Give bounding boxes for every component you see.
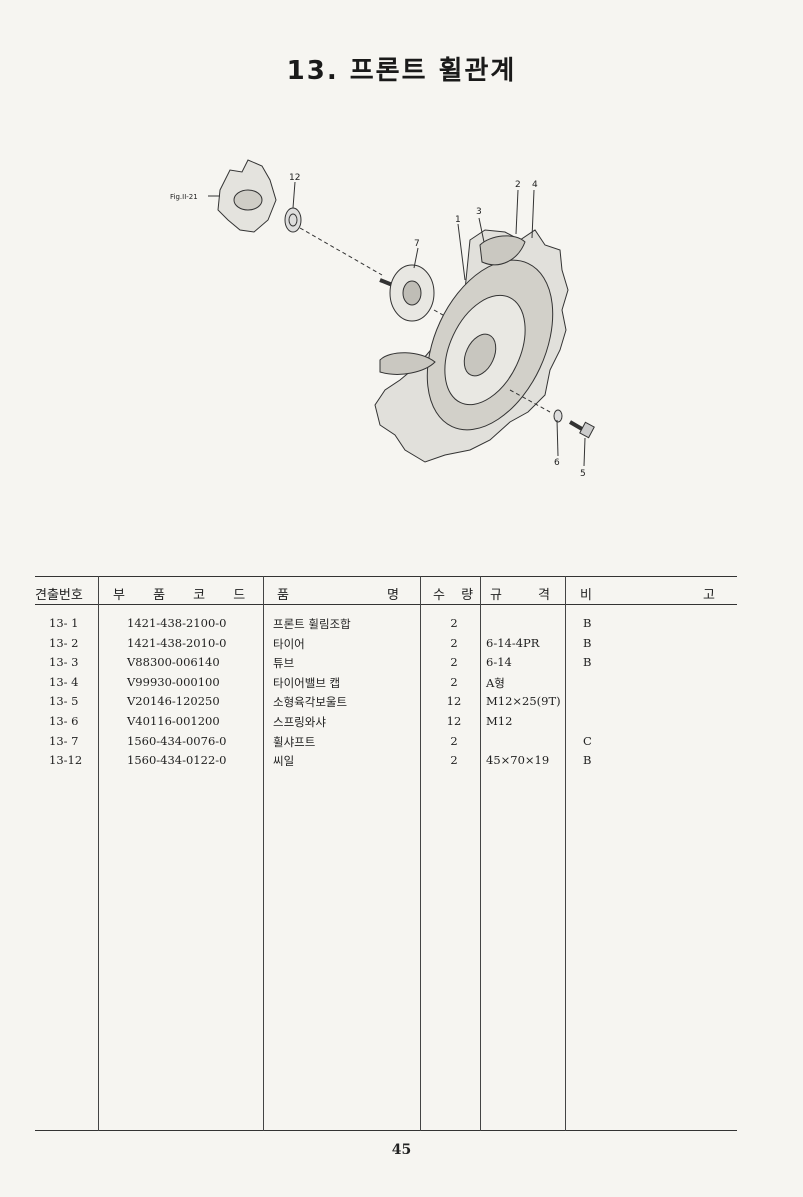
table-header-rule bbox=[35, 604, 737, 605]
table-cell-code: V99930-000100 bbox=[127, 674, 220, 689]
col-divider bbox=[420, 576, 421, 1131]
callout-7: 7 bbox=[414, 239, 420, 249]
table-top-rule bbox=[35, 576, 737, 577]
table-cell-qty: 12 bbox=[446, 714, 462, 728]
table-cell-code: 1421-438-2100-0 bbox=[127, 616, 227, 630]
table-cell-spec: M12×25(9T) bbox=[486, 694, 561, 709]
table-cell-name: 소형육각보울트 bbox=[273, 695, 348, 710]
table-cell-no: 13- 1 bbox=[49, 616, 79, 630]
table-cell-name: 프론트 휠림조합 bbox=[273, 617, 351, 631]
table-cell-code: 1560-434-0122-0 bbox=[127, 753, 227, 768]
callout-3: 3 bbox=[476, 207, 482, 217]
header-note-2: 고 bbox=[703, 588, 715, 603]
col-divider bbox=[480, 576, 481, 1131]
header-name-1: 품 bbox=[277, 588, 289, 603]
table-cell-note: B bbox=[583, 753, 592, 768]
col-divider bbox=[565, 576, 566, 1131]
header-spec-2: 격 bbox=[538, 588, 550, 603]
table-cell-note: B bbox=[583, 655, 592, 670]
callout-5: 5 bbox=[580, 469, 586, 479]
table-cell-no: 13-12 bbox=[49, 753, 83, 768]
wheel-shaft bbox=[379, 264, 435, 322]
wheel-assembly bbox=[374, 229, 569, 463]
table-cell-qty: 2 bbox=[450, 616, 458, 630]
table-cell-code: 1421-438-2010-0 bbox=[127, 635, 227, 650]
table-cell-code: V88300-006140 bbox=[127, 655, 220, 670]
table-cell-spec: 6-14-4PR bbox=[486, 635, 540, 650]
reference-gear-figure bbox=[208, 159, 277, 233]
table-cell-qty: 2 bbox=[450, 733, 458, 748]
table-cell-name: 타이어 bbox=[273, 636, 305, 651]
callout-12: 12 bbox=[289, 173, 300, 183]
table-cell-name: 스프링와샤 bbox=[273, 715, 326, 729]
table-cell-code: 1560-434-0076-0 bbox=[127, 733, 227, 748]
table-cell-qty: 2 bbox=[450, 635, 458, 650]
header-note-1: 비 bbox=[580, 588, 592, 603]
header-spec-1: 규 bbox=[490, 588, 502, 603]
callout-2: 2 bbox=[515, 180, 521, 190]
table-cell-no: 13- 4 bbox=[49, 674, 79, 689]
callout-4: 4 bbox=[532, 180, 538, 190]
table-cell-code: V20146-120250 bbox=[127, 694, 220, 709]
hex-bolt bbox=[568, 420, 595, 439]
table-cell-qty: 12 bbox=[446, 694, 462, 709]
header-code: 부 품 코 드 bbox=[113, 588, 258, 603]
table-cell-spec: 45×70×19 bbox=[486, 753, 550, 768]
table-cell-name: 타이어밸브 캡 bbox=[273, 675, 341, 690]
table-bottom-rule bbox=[35, 1130, 737, 1131]
col-divider bbox=[263, 576, 264, 1131]
table-cell-code: V40116-001200 bbox=[127, 714, 220, 728]
header-qty: 수 량 bbox=[433, 588, 480, 603]
table-cell-qty: 2 bbox=[450, 655, 458, 670]
page-number: 45 bbox=[391, 1142, 412, 1158]
table-cell-spec: M12 bbox=[486, 714, 513, 728]
callout-1: 1 bbox=[455, 215, 461, 225]
spring-washer bbox=[553, 409, 563, 423]
table-cell-no: 13- 7 bbox=[49, 733, 79, 748]
seal-ring bbox=[284, 207, 302, 233]
table-cell-note: B bbox=[583, 616, 592, 630]
header-no: 견출번호 bbox=[35, 588, 83, 603]
header-name-2: 명 bbox=[387, 588, 399, 603]
callout-6: 6 bbox=[554, 458, 560, 468]
table-cell-no: 13- 6 bbox=[49, 714, 79, 728]
table-cell-note: C bbox=[583, 733, 592, 748]
table-cell-name: 휠샤프트 bbox=[273, 734, 316, 749]
table-cell-no: 13- 3 bbox=[49, 655, 79, 670]
table-cell-no: 13- 2 bbox=[49, 635, 79, 650]
parts-table: 견출번호 부 품 코 드 품 명 수 량 규 격 비 고 13- 1 1421-4… bbox=[35, 576, 737, 1131]
table-cell-name: 씨일 bbox=[273, 754, 295, 769]
page-title: 13. 프론트 휠관계 bbox=[286, 56, 517, 86]
table-cell-qty: 2 bbox=[450, 674, 458, 689]
col-divider bbox=[98, 576, 99, 1131]
table-cell-name: 튜브 bbox=[273, 656, 295, 671]
exploded-wheel-diagram: Fig.II-21 12 7 1 3 2 4 6 5 bbox=[170, 159, 595, 479]
fig-reference-label: Fig.II-21 bbox=[170, 193, 198, 201]
table-cell-no: 13- 5 bbox=[49, 694, 79, 709]
table-cell-spec: 6-14 bbox=[486, 655, 512, 670]
table-cell-qty: 2 bbox=[450, 753, 458, 768]
table-cell-note: B bbox=[583, 635, 592, 650]
table-cell-spec: A형 bbox=[486, 675, 505, 690]
